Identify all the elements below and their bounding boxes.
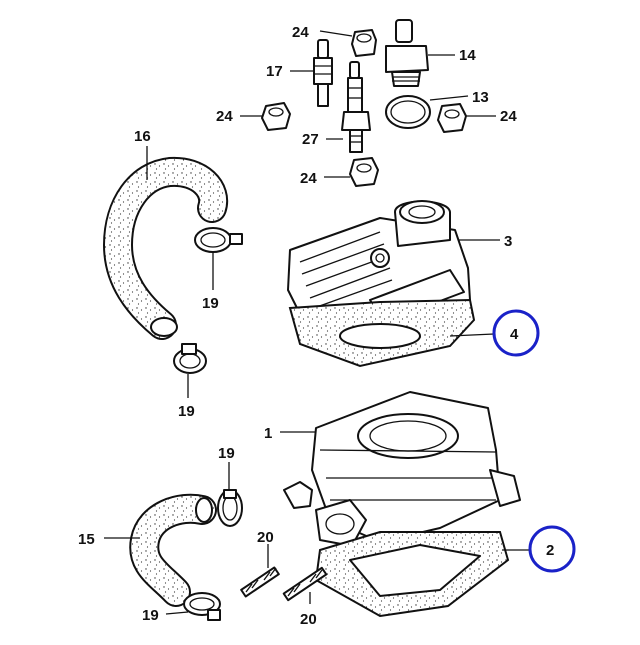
clamp-bottom	[183, 592, 221, 621]
clamp-mid	[173, 343, 207, 374]
callout-spark-plug: 27	[302, 131, 319, 148]
callout-clamp-upper: 19	[202, 295, 219, 312]
hose-upper	[102, 156, 229, 340]
callout-base-gasket: 2	[546, 542, 554, 559]
highlight-circle-head-gasket	[492, 309, 540, 357]
callout-nut-top: 24	[292, 24, 309, 41]
callout-nut-bottom: 24	[300, 170, 317, 187]
callout-spark-plug-small: 17	[266, 63, 283, 80]
gasket-ring	[385, 95, 431, 129]
callout-fitting: 14	[459, 47, 476, 64]
cylinder	[283, 391, 521, 547]
callout-clamp-bottom: 19	[142, 607, 159, 624]
head-gasket	[288, 298, 476, 368]
clamp-upper	[194, 227, 243, 253]
callout-hose-lower: 15	[78, 531, 95, 548]
clamp-lower	[217, 489, 243, 527]
callout-stud-left: 20	[257, 529, 274, 546]
callout-clamp-lower: 19	[218, 445, 235, 462]
fitting	[385, 19, 429, 87]
callout-nut-right: 24	[500, 108, 517, 125]
hose-lower	[129, 493, 217, 607]
base-gasket	[314, 531, 510, 618]
stud-bottom	[282, 566, 328, 602]
callout-head-gasket: 4	[510, 326, 519, 343]
callout-clamp-mid: 19	[178, 403, 195, 420]
spark-plug	[341, 61, 371, 153]
callout-hose-upper: 16	[134, 128, 151, 145]
callout-stud-bottom: 20	[300, 611, 317, 628]
highlight-circle-base-gasket	[528, 525, 576, 573]
nut-left	[261, 102, 291, 131]
callout-nut-left: 24	[216, 108, 233, 125]
nut-right	[437, 103, 467, 133]
callout-gasket-ring: 13	[472, 89, 489, 106]
nut-bottom	[349, 157, 379, 187]
callout-cylinder: 1	[264, 425, 272, 442]
nut-top	[351, 29, 377, 57]
callout-cylinder-head: 3	[504, 233, 512, 250]
stud-left	[240, 566, 280, 598]
spark-plug-small	[313, 39, 333, 107]
